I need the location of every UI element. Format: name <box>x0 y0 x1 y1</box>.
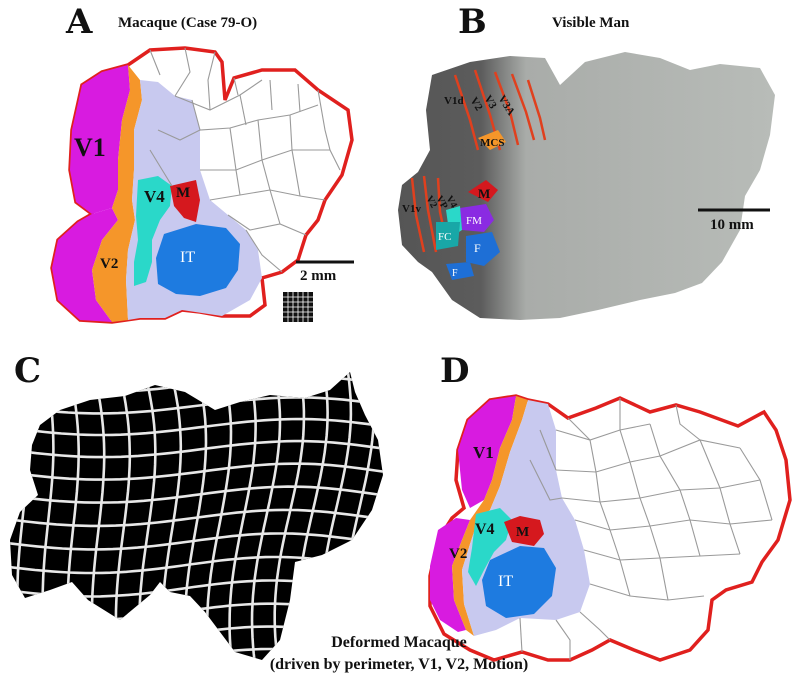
macaque-a-it <box>156 224 240 296</box>
panel-a: A Macaque (Case 79-O) <box>50 2 354 324</box>
panel-b-letter: B <box>458 2 487 42</box>
grid-reference-icon <box>283 292 313 322</box>
label-a-v1: V1 <box>74 133 106 162</box>
human-flatmap <box>398 52 775 320</box>
grid-line-vertical-16 <box>366 372 383 660</box>
grid-line-horizontal-11 <box>10 602 383 621</box>
label-a-v2: V2 <box>100 256 118 272</box>
macaque-d-it <box>482 546 556 618</box>
grid-line-horizontal-0 <box>10 372 383 373</box>
macaque-d-v2 <box>452 396 528 636</box>
caption-line-1: Deformed Macaque <box>331 634 467 651</box>
panel-b-title: Visible Man <box>552 15 630 31</box>
label-a-m: M <box>176 185 190 201</box>
label-b-f: F <box>474 241 481 255</box>
grid-line-horizontal-6 <box>10 485 383 504</box>
grid-line-horizontal-4 <box>10 439 383 459</box>
macaque-d-boundaries <box>519 398 773 660</box>
scale-bar-a-label: 2 mm <box>300 268 337 284</box>
label-d-it: IT <box>498 573 513 590</box>
human-f <box>466 232 500 266</box>
macaque-d-v1-upper <box>458 396 516 508</box>
figure-caption: Deformed Macaque (driven by perimeter, V… <box>270 634 528 673</box>
macaque-a-v1-lower <box>52 208 118 322</box>
label-d-v2: V2 <box>449 546 467 562</box>
grid-line-vertical-0 <box>0 358 4 681</box>
label-b-f2: F <box>452 268 458 279</box>
label-b-mcs: MCS <box>480 137 504 149</box>
human-fm <box>460 204 494 232</box>
caption-line-2: (driven by perimeter, V1, V2, Motion) <box>270 656 528 673</box>
label-b-v1v: V1v <box>402 203 421 215</box>
label-b-v4: V4 <box>443 194 459 210</box>
panel-c: C <box>0 351 383 681</box>
human-fc <box>436 222 460 250</box>
macaque-a-boundaries <box>149 47 341 273</box>
label-d-v1: V1 <box>473 443 494 462</box>
macaque-a-v4 <box>134 176 172 286</box>
panel-b: B Visible Man V1d V2 V3 V3A MCS <box>398 2 775 320</box>
label-b-fm: FM <box>466 215 482 227</box>
label-b-v2v: V2 <box>423 194 439 210</box>
scale-bar-b-label: 10 mm <box>710 217 754 233</box>
grid-line-horizontal-12 <box>10 625 383 644</box>
panel-d-letter: D <box>440 351 469 391</box>
label-d-v4: V4 <box>475 521 495 538</box>
human-f2 <box>446 262 474 280</box>
macaque-d-v4 <box>468 508 512 586</box>
panel-a-title: Macaque (Case 79-O) <box>118 15 257 31</box>
panel-c-letter: C <box>14 351 41 391</box>
label-b-m: M <box>478 186 490 201</box>
label-a-it: IT <box>180 249 195 266</box>
panel-d: D V1 <box>428 351 792 662</box>
label-a-v4: V4 <box>144 187 165 206</box>
macaque-a-motion <box>170 180 200 222</box>
grid-line-horizontal-3 <box>10 417 383 437</box>
grid-line-horizontal-5 <box>10 462 383 481</box>
human-motion <box>468 180 498 202</box>
grid-line-horizontal-7 <box>10 508 383 528</box>
macaque-a-v1-upper <box>70 65 130 214</box>
grid-line-horizontal-8 <box>10 532 383 551</box>
macaque-a-v2 <box>92 65 142 322</box>
macaque-d-motion <box>504 516 544 546</box>
label-b-fc: FC <box>438 231 451 243</box>
human-mcs <box>478 130 506 150</box>
label-d-m: M <box>516 525 529 540</box>
label-b-v1d: V1d <box>444 95 464 107</box>
macaque-d-v1-lower <box>430 518 470 632</box>
panel-a-letter: A <box>65 2 93 42</box>
